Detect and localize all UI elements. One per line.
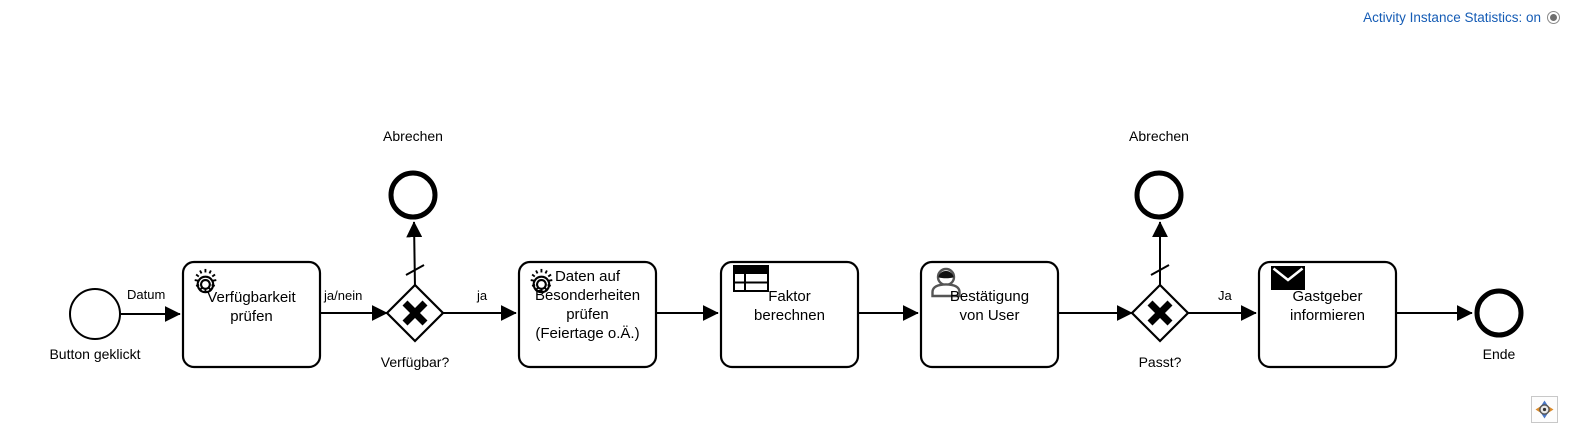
move-crosshair-icon [1535,400,1554,419]
default-flow-markers [405,264,1170,276]
end-event-ende [1474,288,1524,338]
end-event-label-abrechen-2: Abrechen [1129,128,1189,144]
start-event-button-geklickt [69,288,121,340]
activity-instance-statistics-label: Activity Instance Statistics: on [1363,10,1541,25]
task-shapes [181,260,1398,369]
end-event-label-ende: Ende [1482,346,1516,362]
end-event-abrechen-1 [388,170,438,220]
end-event-label-abrechen-1: Abrechen [383,128,443,144]
gear-icon [530,268,553,294]
flow-gw1-to-end1 [406,221,423,289]
gateway-label-passt: Passt? [1138,354,1182,370]
gear-icon [194,268,217,294]
envelope-icon [1271,266,1305,290]
user-icon [931,267,961,298]
flow-label-ja-passt: Ja [1218,288,1232,303]
pan-move-control[interactable] [1531,396,1558,423]
activity-instance-statistics-toggle[interactable]: Activity Instance Statistics: on [1363,10,1560,25]
radio-on-icon[interactable] [1547,11,1560,24]
default-marker-gw2 [1150,264,1170,276]
flow-label-datum: Datum [127,287,166,302]
flow-label-ja-nein: ja/nein [324,288,363,303]
task-verfuegbarkeit-pruefen [181,260,322,369]
table-icon [733,265,769,292]
flow-label-ja-verfuegbar: ja [477,288,488,303]
gateway-x-icon [1147,300,1173,326]
start-event-label-button-geklickt: Button geklickt [49,346,141,362]
task-daten-auf-besonderheiten-pruefen [517,260,658,369]
gateway-label-verfuegbar: Verfügbar? [380,354,450,370]
end-event-abrechen-2 [1134,170,1184,220]
sequence-flows [121,221,1473,322]
gateway-x-icon [402,300,428,326]
default-marker-gw1 [405,264,425,276]
gateway-x-markers [402,300,1173,326]
end-event-shapes [388,170,1524,338]
